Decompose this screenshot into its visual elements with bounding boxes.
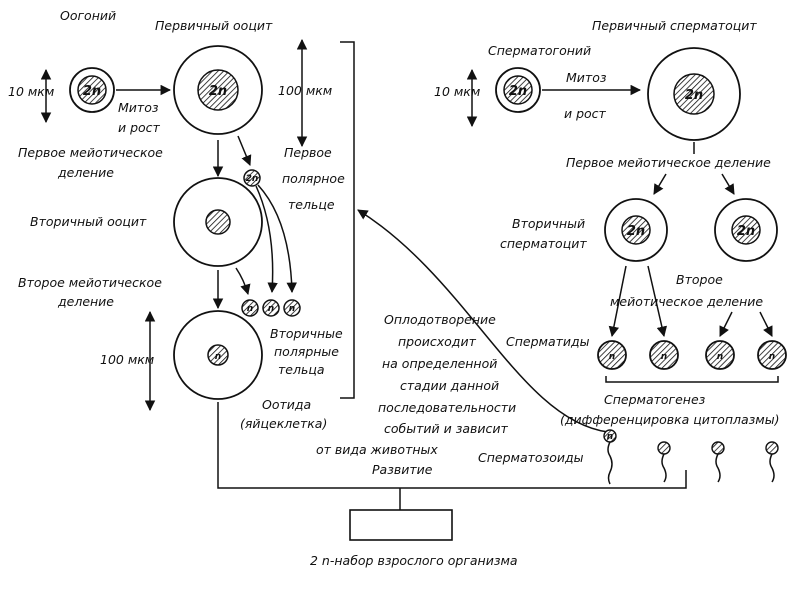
primary-oocyte-cell: 2n <box>173 45 263 135</box>
meiosis2-arrow-r2 <box>647 265 668 338</box>
sperm-tail <box>715 453 721 483</box>
mitosis-left: Митоз <box>118 100 159 115</box>
fert-text-4: стадии данной <box>400 378 499 393</box>
ploidy-label: 2n <box>209 84 227 99</box>
size-10-right: 10 мкм <box>434 84 480 99</box>
first-polar-label-2: полярное <box>282 171 345 186</box>
second-meiotic-right-1: Второе <box>676 272 723 287</box>
oogonium-label: Оогоний <box>60 8 116 23</box>
ootid-cell: n <box>173 310 263 400</box>
ploidy-label: n <box>661 352 667 362</box>
spermatogonium-label: Сперматогоний <box>488 43 591 58</box>
first-polar-body: 2n <box>243 169 261 187</box>
ploidy-label: n <box>268 304 274 314</box>
ploidy-label: 2n <box>627 224 645 239</box>
meiosis2-arrow-r3 <box>719 311 733 337</box>
spermatids-group: n n n n <box>597 340 787 370</box>
secondary-spermatocyte-1: 2n <box>604 198 668 262</box>
ploidy-label: 2n <box>737 224 755 239</box>
spermatogonium-cell: 2n <box>495 67 541 113</box>
spermatogenesis-label-2: (дифференцировка цитоплазмы) <box>560 412 779 427</box>
oogonium-cell: 2n <box>69 67 115 113</box>
fert-text-3: на определенной <box>382 356 497 371</box>
secondary-oocyte-cell <box>173 177 263 267</box>
sperm-tail <box>769 453 775 483</box>
development-label: Развитие <box>372 462 433 477</box>
growth-right: и рост <box>564 106 607 121</box>
secondary-polar-bodies: n n n <box>241 299 301 317</box>
spermatids-label: Сперматиды <box>506 334 590 349</box>
spermatozoa-label: Сперматозоиды <box>478 450 584 465</box>
fert-text-7: от вида животных <box>316 442 438 457</box>
ploidy-label: n <box>607 432 613 442</box>
ploidy-label: 2n <box>509 84 527 99</box>
oogenesis-bracket <box>340 41 355 399</box>
growth-left: и рост <box>118 120 161 135</box>
ploidy-label: n <box>289 304 295 314</box>
secondary-oocyte-label: Вторичный ооцит <box>30 214 147 229</box>
meiosis1-arrow-right-b <box>721 173 735 195</box>
second-meiotic-left-2: деление <box>57 294 114 309</box>
ploidy-label: 2n <box>83 84 101 99</box>
ootid-label-1: Оотида <box>262 397 311 412</box>
fert-text-5: последовательности <box>378 400 516 415</box>
sperm-tail <box>661 453 667 483</box>
spermatogenesis-label-1: Сперматогенез <box>604 392 706 407</box>
ploidy-label: n <box>769 352 775 362</box>
result-box <box>349 509 453 541</box>
polar1-arrow <box>237 135 252 166</box>
size-100-top: 100 мкм <box>278 83 332 98</box>
mitosis-right: Митоз <box>566 70 607 85</box>
development-line <box>217 402 687 489</box>
polar-division-arrow-2 <box>255 185 278 294</box>
ootid-label-2: (яйцеклетка) <box>240 416 327 431</box>
first-meiotic-right: Первое мейотическое деление <box>566 155 771 170</box>
fert-text-6: событий и зависит <box>384 421 508 436</box>
sperm-tail <box>607 441 613 485</box>
first-polar-label-1: Первое <box>284 145 332 160</box>
primary-oocyte-label: Первичный ооцит <box>155 18 273 33</box>
spermatogenesis-bracket <box>605 376 779 383</box>
primary-spermatocyte-label: Первичный сперматоцит <box>592 18 757 33</box>
first-polar-label-3: тельце <box>288 197 335 212</box>
secondary-polar-label-1: Вторичные <box>270 326 343 341</box>
secondary-polar-label-3: тельца <box>278 362 325 377</box>
result-label: 2 n-набор взрослого организма <box>310 553 518 568</box>
meiosis2-arrow-r4 <box>759 311 773 337</box>
ploidy-label: n <box>717 352 723 362</box>
first-meiotic-left-1: Первое мейотическое <box>18 145 163 160</box>
meiosis1-arrow-right-a <box>653 173 667 195</box>
second-meiotic-right-2: мейотическое деление <box>610 294 763 309</box>
spermatozoa-group: n <box>603 429 779 485</box>
ploidy-label: 2n <box>246 174 259 184</box>
size-10-left: 10 мкм <box>8 84 54 99</box>
polar-division-arrow-1 <box>257 184 297 294</box>
secondary-spermatocyte-label-1: Вторичный <box>512 216 585 231</box>
size-100-bottom: 100 мкм <box>100 352 154 367</box>
secondary-spermatocyte-2: 2n <box>714 198 778 262</box>
primary-spermatocyte-cell: 2n <box>647 47 741 141</box>
fert-text-1: Оплодотворение <box>384 312 496 327</box>
ploidy-label: n <box>215 352 221 362</box>
second-meiotic-left-1: Второе мейотическое <box>18 275 162 290</box>
secondary-spermatocyte-label-2: сперматоцит <box>500 236 587 251</box>
fert-text-2: происходит <box>398 334 477 349</box>
ploidy-label: n <box>609 352 615 362</box>
first-meiotic-left-2: деление <box>57 165 114 180</box>
fertilization-arrow <box>357 209 609 433</box>
secondary-polar-label-2: полярные <box>274 344 339 359</box>
meiosis2-arrow-r1 <box>608 265 627 338</box>
ploidy-label: n <box>247 304 253 314</box>
polar-division-arrow-3 <box>235 267 251 296</box>
ploidy-label: 2n <box>685 88 703 103</box>
